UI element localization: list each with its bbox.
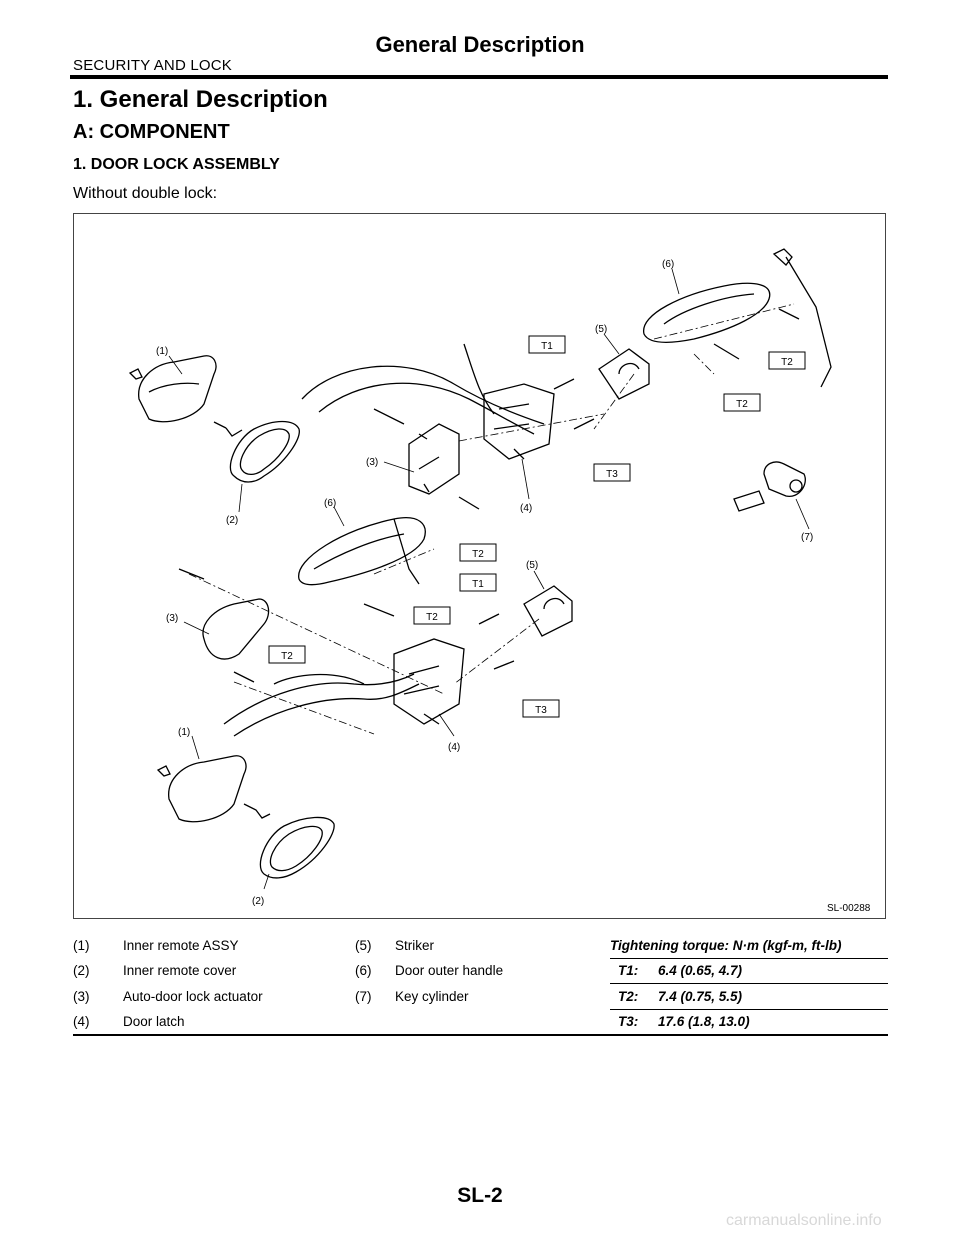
legend-label: Door outer handle [395, 963, 504, 979]
callout-6-bottom: (6) [324, 498, 336, 509]
figure-id: SL-00288 [827, 903, 871, 914]
legend-num: (5) [355, 938, 372, 953]
legend-label [395, 1009, 610, 1036]
legend-num: (7) [355, 988, 372, 1004]
page-number: SL-2 [457, 1184, 503, 1207]
section-name: SECURITY AND LOCK [73, 57, 232, 74]
heading-component: A: COMPONENT [73, 121, 230, 143]
legend-num: (2) [73, 963, 90, 979]
callout-1-bottom: (1) [178, 727, 190, 738]
page-header-title: General Description [375, 32, 585, 57]
torque-tag-t3: T3 [535, 705, 547, 716]
legend-label: Inner remote cover [123, 963, 237, 979]
legend-row: (3) Auto-door lock actuator (7) Key cyli… [73, 983, 888, 1010]
callout-3-top: (3) [366, 457, 378, 468]
legend-label: Key cylinder [395, 988, 469, 1004]
callout-6-top: (6) [662, 259, 674, 270]
callout-4-top: (4) [520, 503, 532, 514]
callout-4-bottom: (4) [448, 742, 460, 753]
legend-row: (4) Door latch T3:17.6 (1.8, 13.0) [73, 1009, 888, 1036]
legend-num: (4) [73, 1009, 123, 1036]
torque-row-t3: T3:17.6 (1.8, 13.0) [610, 1009, 888, 1036]
heading-general-description: 1. General Description [73, 86, 328, 113]
header-rule [70, 75, 888, 79]
callout-2-top: (2) [226, 515, 238, 526]
callout-5-bottom: (5) [526, 560, 538, 571]
legend-label: Auto-door lock actuator [123, 988, 263, 1004]
legend-num: (1) [73, 938, 90, 953]
torque-tag-t2: T2 [472, 549, 484, 560]
watermark: carmanualsonline.info [726, 1212, 882, 1229]
callout-5-top: (5) [595, 324, 607, 335]
callout-7: (7) [801, 532, 813, 543]
legend-num: (6) [355, 963, 372, 979]
legend-num: (3) [73, 988, 90, 1004]
callout-1-top: (1) [156, 346, 168, 357]
torque-tag-t2: T2 [281, 651, 293, 662]
heading-door-lock-assembly: 1. DOOR LOCK ASSEMBLY [73, 156, 280, 173]
legend-label: Door latch [123, 1009, 355, 1036]
torque-title: Tightening torque: N·m (kgf-m, ft-lb) [610, 933, 888, 959]
torque-tag-t2: T2 [426, 612, 438, 623]
exploded-view-drawing: (1) (2) (3) (4) (5) (6) (7) (6) (5) (3) … [128, 248, 871, 914]
torque-tag-t1: T1 [541, 341, 553, 352]
torque-row-t2: T2:7.4 (0.75, 5.5) [610, 983, 888, 1010]
torque-tag-t2: T2 [736, 399, 748, 410]
callout-2-bottom: (2) [252, 896, 264, 907]
torque-tag-t1: T1 [472, 579, 484, 590]
torque-tag-t2: T2 [781, 357, 793, 368]
legend-row: (2) Inner remote cover (6) Door outer ha… [73, 958, 888, 984]
torque-tag-t3: T3 [606, 469, 618, 480]
legend-num [355, 1009, 395, 1036]
legend-row: (1) Inner remote ASSY (5) Striker Tighte… [73, 933, 888, 959]
subheading-without-double-lock: Without double lock: [73, 185, 218, 202]
torque-row-t1: T1:6.4 (0.65, 4.7) [610, 958, 888, 984]
legend-label: Inner remote ASSY [123, 938, 239, 953]
callout-3-bottom: (3) [166, 613, 178, 624]
legend-label: Striker [395, 938, 435, 953]
legend-table: (1) Inner remote ASSY (5) Striker Tighte… [73, 933, 888, 1036]
component-diagram: (1) (2) (3) (4) (5) (6) (7) (6) (5) (3) … [73, 213, 886, 919]
